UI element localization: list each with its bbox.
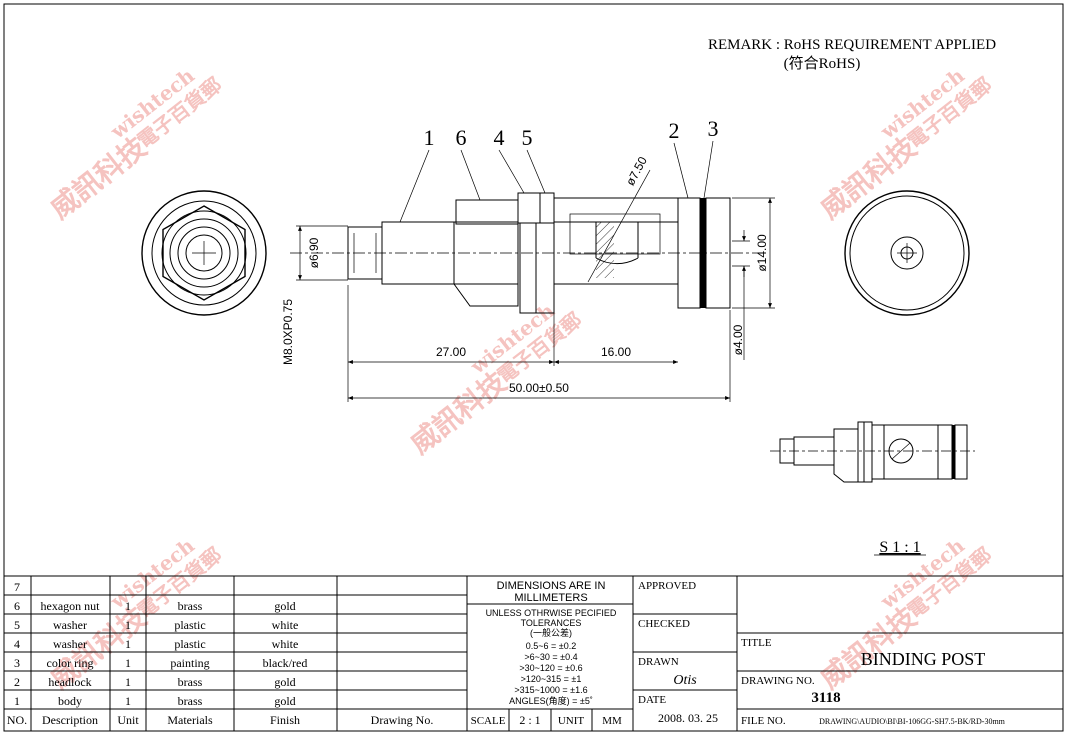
tol-line-2: >30~120 = ±0.6 bbox=[519, 663, 582, 673]
row-3-description: color ring bbox=[47, 656, 94, 670]
parts-table: 7 6 hexagon nut 1 brass gold 5 washer 1 … bbox=[7, 580, 434, 727]
balloon-6: 6 bbox=[456, 125, 467, 150]
dim-d750: ø7.50 bbox=[623, 154, 650, 188]
row-5-materials: plastic bbox=[174, 618, 205, 632]
row-6-finish: gold bbox=[274, 599, 295, 613]
header-no: NO. bbox=[7, 713, 27, 727]
unit-value: MM bbox=[602, 715, 622, 727]
row-3-finish: black/red bbox=[263, 656, 308, 670]
tol-tolerances: TOLERANCES bbox=[521, 618, 582, 628]
row-1-no: 1 bbox=[14, 694, 20, 708]
tol-line-4: >315~1000 = ±1.6 bbox=[514, 685, 587, 695]
drawn-label: DRAWN bbox=[638, 656, 679, 668]
drawing-no-label: DRAWING NO. bbox=[741, 675, 815, 687]
title-info: TITLE BINDING POST DRAWING NO. 3118 FILE… bbox=[741, 637, 1006, 727]
row-1-description: body bbox=[58, 694, 82, 708]
tol-line-5: ANGLES(角度) = ±5˚ bbox=[509, 695, 593, 706]
tol-line-0: 0.5~6 = ±0.2 bbox=[526, 641, 576, 651]
small-scale-view bbox=[770, 421, 975, 483]
tol-line-3: >120~315 = ±1 bbox=[521, 674, 582, 684]
row-7-no: 7 bbox=[14, 580, 20, 594]
title-label: TITLE bbox=[741, 637, 772, 649]
row-6-description: hexagon nut bbox=[41, 599, 101, 613]
row-1-finish: gold bbox=[274, 694, 295, 708]
row-2-materials: brass bbox=[178, 675, 203, 689]
dimensions: ø6.90 M8.0XP0.75 ø7.50 ø14.00 ø4.00 27.0… bbox=[281, 154, 775, 402]
row-4-materials: plastic bbox=[174, 637, 205, 651]
tol-unless: UNLESS OTHRWISE PECIFIED bbox=[486, 608, 617, 618]
date-label: DATE bbox=[638, 694, 666, 706]
right-end-view bbox=[844, 190, 970, 316]
header-materials: Materials bbox=[167, 713, 213, 727]
row-2-finish: gold bbox=[274, 675, 295, 689]
watermark-cn: 威訊科技 bbox=[44, 131, 153, 226]
row-4-description: washer bbox=[53, 637, 87, 651]
tol-general: (一般公差) bbox=[530, 627, 572, 638]
scale-note: S 1 : 1 bbox=[879, 539, 920, 556]
row-1-materials: brass bbox=[178, 694, 203, 708]
row-5-no: 5 bbox=[14, 618, 20, 632]
row-2-description: headlock bbox=[48, 675, 91, 689]
row-3-no: 3 bbox=[14, 656, 20, 670]
part-balloons: 1 6 4 5 2 3 bbox=[399, 116, 719, 223]
approval-block: APPROVED CHECKED DRAWN Otis DATE 2008. 0… bbox=[638, 580, 718, 725]
tol-line-1: >6~30 = ±0.4 bbox=[524, 652, 577, 662]
checked-label: CHECKED bbox=[638, 618, 690, 630]
row-2-no: 2 bbox=[14, 675, 20, 689]
balloon-5: 5 bbox=[522, 125, 533, 150]
remark-line2: (符合RoHS) bbox=[784, 55, 861, 72]
drawn-value: Otis bbox=[673, 673, 697, 688]
approved-label: APPROVED bbox=[638, 580, 696, 592]
row-5-description: washer bbox=[53, 618, 87, 632]
dim-len50: 50.00±0.50 bbox=[509, 381, 569, 395]
row-4-unit: 1 bbox=[125, 637, 131, 651]
file-no-label: FILE NO. bbox=[741, 715, 786, 727]
row-5-unit: 1 bbox=[125, 618, 131, 632]
balloon-1: 1 bbox=[424, 125, 435, 150]
row-6-materials: brass bbox=[178, 599, 203, 613]
left-end-view bbox=[141, 190, 267, 316]
watermark-cn: 威訊科技 bbox=[404, 366, 513, 461]
dim-d400: ø4.00 bbox=[731, 324, 745, 355]
row-2-unit: 1 bbox=[125, 675, 131, 689]
sheet-border bbox=[3, 3, 1064, 732]
row-5-finish: white bbox=[272, 618, 299, 632]
row-3-materials: painting bbox=[170, 656, 209, 670]
title-value: BINDING POST bbox=[861, 649, 986, 669]
dim-len27: 27.00 bbox=[436, 345, 466, 359]
scale-label: SCALE bbox=[471, 715, 506, 727]
row-6-unit: 1 bbox=[125, 599, 131, 613]
main-section-view bbox=[290, 192, 760, 314]
row-1-unit: 1 bbox=[125, 694, 131, 708]
dim-d1400: ø14.00 bbox=[755, 234, 769, 272]
tol-title1: DIMENSIONS ARE IN bbox=[497, 580, 606, 592]
scale-value: 2 : 1 bbox=[519, 713, 540, 727]
tol-title2: MILLIMETERS bbox=[514, 592, 587, 604]
balloon-3: 3 bbox=[708, 116, 719, 141]
dim-len16: 16.00 bbox=[601, 345, 631, 359]
header-drawing-no: Drawing No. bbox=[371, 713, 434, 727]
header-finish: Finish bbox=[270, 713, 300, 727]
balloon-2: 2 bbox=[669, 118, 680, 143]
title-block bbox=[4, 575, 1063, 731]
file-no-value: DRAWING\AUDIO\BI\BI-106GG-SH7.5-BK/RD-30… bbox=[819, 717, 1006, 726]
row-3-unit: 1 bbox=[125, 656, 131, 670]
balloon-4: 4 bbox=[494, 125, 505, 150]
tolerance-block: DIMENSIONS ARE IN MILLIMETERS UNLESS OTH… bbox=[471, 580, 622, 727]
drawing-no-value: 3118 bbox=[811, 690, 840, 706]
header-unit: Unit bbox=[117, 713, 139, 727]
row-6-no: 6 bbox=[14, 599, 20, 613]
row-4-finish: white bbox=[272, 637, 299, 651]
row-4-no: 4 bbox=[14, 637, 20, 651]
date-value: 2008. 03. 25 bbox=[658, 711, 718, 725]
header-description: Description bbox=[42, 713, 98, 727]
dim-thread: M8.0XP0.75 bbox=[281, 299, 295, 365]
remark-line1: REMARK : RoHS REQUIREMENT APPLIED bbox=[708, 37, 996, 53]
unit-label: UNIT bbox=[558, 715, 585, 727]
dim-d690: ø6.90 bbox=[307, 237, 321, 268]
